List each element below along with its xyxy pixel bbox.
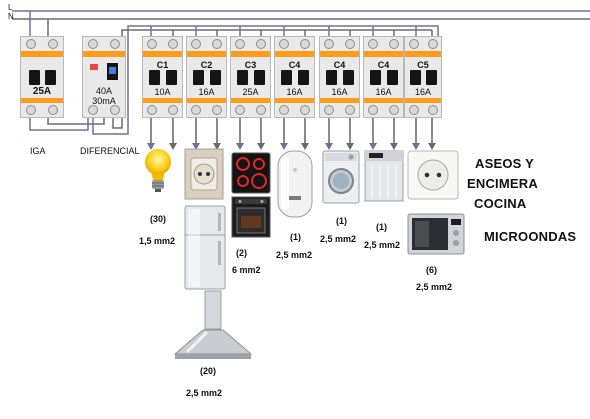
- circuit-rating: 16A: [414, 87, 431, 97]
- water-heater-points: (1): [290, 232, 301, 242]
- circuit-rating: 16A: [375, 87, 392, 97]
- circuit-id: C4: [377, 60, 390, 70]
- water-heater-icon: [277, 150, 313, 218]
- circuit-breaker-c4-washer: C4 16A: [319, 36, 360, 118]
- washer-section: 2,5 mm2: [320, 234, 357, 244]
- circuit-breaker-c5: C5 16A: [404, 36, 442, 118]
- circuit-id: C5: [417, 60, 429, 70]
- wet-rooms-title-line1: ASEOS Y: [475, 156, 534, 171]
- neutral-label: N: [8, 12, 14, 21]
- extractor-hood-icon: [173, 290, 253, 359]
- wet-rooms-title-line2: ENCIMERA: [467, 176, 538, 191]
- wall-socket-icon: [184, 148, 224, 200]
- circuit-rating: 16A: [331, 87, 348, 97]
- circuit-rating: 10A: [154, 87, 171, 97]
- differential-sensitivity: 30mA: [92, 96, 116, 106]
- circuit-id: C4: [333, 60, 346, 70]
- sockets-section: 2,5 mm2: [186, 388, 223, 398]
- iga-caption: IGA: [30, 146, 46, 156]
- differential-caption: DIFERENCIAL: [80, 146, 140, 156]
- sockets-points: (20): [200, 366, 217, 376]
- dishwasher-points: (1): [376, 222, 387, 232]
- microwave-icon: [407, 213, 465, 255]
- wet-room-socket-icon: [407, 150, 459, 200]
- line-busbar: [92, 25, 439, 135]
- circuit-id: C2: [200, 60, 213, 70]
- differential-breaker: 40A 30mA: [82, 36, 126, 118]
- wet-rooms-points: (6): [426, 265, 437, 275]
- circuit-breaker-c3: C3 25A: [230, 36, 271, 118]
- water-heater-section: 2,5 mm2: [276, 250, 313, 260]
- circuit-rating: 16A: [198, 87, 215, 97]
- washer-points: (1): [336, 216, 347, 226]
- dishwasher-icon: [364, 150, 404, 202]
- cooker-points: (2): [236, 248, 247, 258]
- circuit-breaker-c4-dishwasher: C4 16A: [363, 36, 404, 118]
- dishwasher-section: 2,5 mm2: [364, 240, 401, 250]
- cooktop-icon: [231, 152, 271, 194]
- washing-machine-icon: [322, 150, 360, 204]
- circuit-rating: 16A: [286, 87, 303, 97]
- lighting-section: 1,5 mm2: [139, 236, 176, 246]
- differential-rating: 40A: [95, 86, 112, 96]
- wet-rooms-title-line3: COCINA: [474, 196, 527, 211]
- line-label: L: [8, 3, 13, 12]
- lighting-points: (30): [150, 214, 167, 224]
- circuit-rating: 25A: [242, 87, 259, 97]
- oven-icon: [231, 196, 271, 238]
- circuit-breaker-c2: C2 16A: [186, 36, 227, 118]
- iga-breaker: 25A: [20, 36, 64, 118]
- light-bulb-icon: [145, 149, 171, 192]
- microwave-label: MICROONDAS: [484, 229, 577, 244]
- neutral-busbar: [112, 29, 432, 129]
- circuit-breaker-c4-water-heater: C4 16A: [274, 36, 315, 118]
- circuit-id: C1: [156, 60, 169, 70]
- iga-rating: 25A: [32, 86, 52, 97]
- fridge-icon: [184, 205, 226, 290]
- cooker-section: 6 mm2: [232, 265, 261, 275]
- wet-rooms-section: 2,5 mm2: [416, 282, 453, 292]
- circuit-id: C4: [288, 60, 301, 70]
- circuit-id: C3: [244, 60, 257, 70]
- circuit-breaker-c1: C1 10A: [142, 36, 183, 118]
